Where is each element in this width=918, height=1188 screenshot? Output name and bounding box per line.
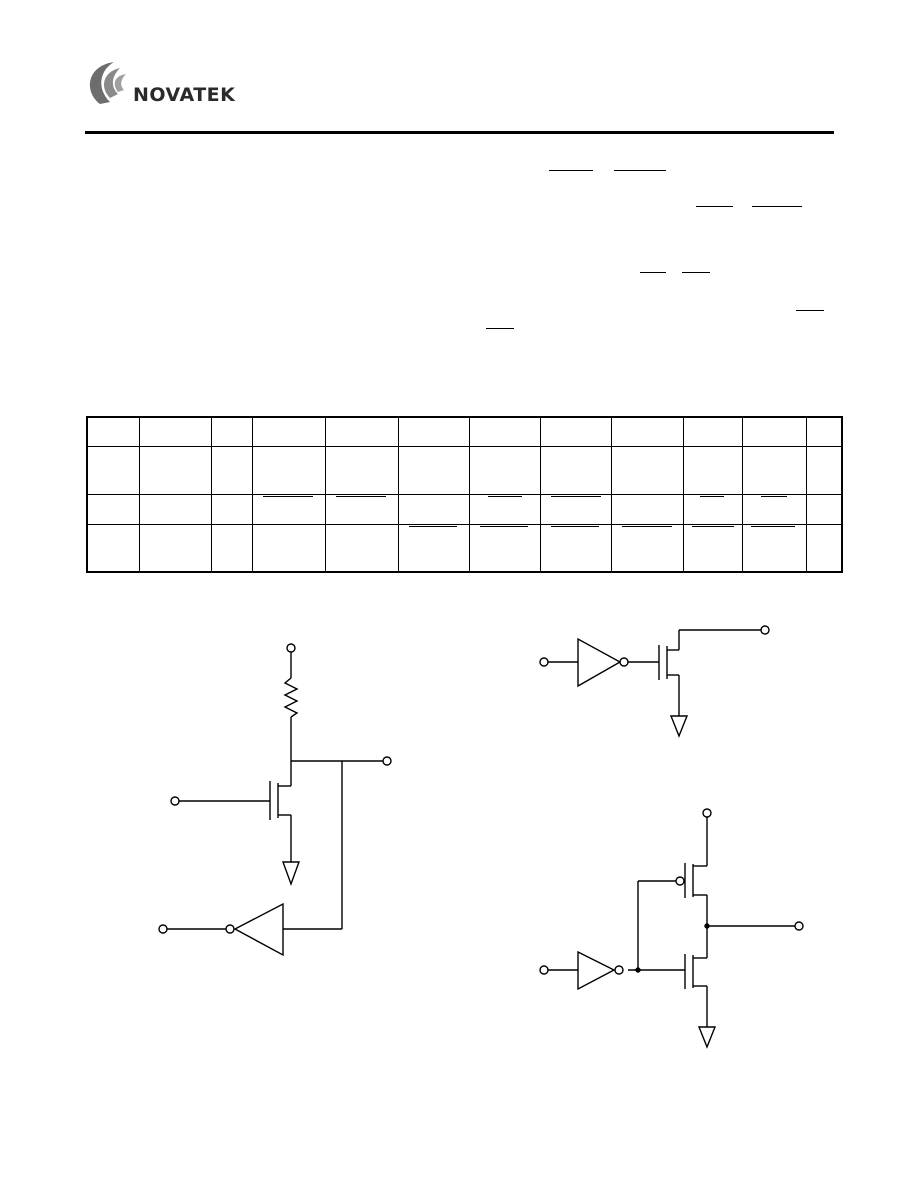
output-terminal — [760, 625, 770, 635]
overline — [487, 495, 522, 497]
overline — [760, 495, 787, 497]
pin-table — [86, 416, 843, 573]
table-row — [86, 523, 843, 573]
nmos-transistor — [269, 776, 292, 862]
inverter — [577, 637, 622, 688]
table-cell — [86, 416, 140, 447]
logo-swoosh-inner — [114, 74, 126, 92]
table-cell — [539, 523, 612, 573]
pmos-transistor — [675, 863, 707, 898]
inverter — [577, 950, 616, 991]
overline — [640, 272, 666, 273]
overline — [335, 495, 386, 497]
logo-text: NOVATEK — [133, 84, 236, 106]
inverter-bubble — [614, 965, 624, 975]
vdd-terminal — [286, 643, 296, 653]
overline — [696, 206, 733, 207]
table-cell — [468, 523, 541, 573]
inverter-bubble — [619, 657, 629, 667]
table-cell — [682, 416, 743, 447]
table-cell — [682, 523, 743, 573]
table-cell — [805, 523, 843, 573]
pullup-resistor — [283, 677, 299, 718]
inverted-open-drain-circuit — [539, 625, 770, 738]
table-cell — [468, 416, 541, 447]
overline — [262, 495, 313, 497]
table-cell — [539, 493, 612, 525]
ground-symbol — [669, 715, 689, 738]
ground-symbol — [282, 861, 300, 887]
table-cell — [324, 416, 399, 447]
input-terminal — [539, 657, 549, 667]
table-cell — [610, 416, 684, 447]
logo-swoosh-middle — [104, 68, 120, 98]
overline — [752, 206, 802, 207]
nmos-transistor — [684, 954, 707, 989]
table-row — [86, 416, 843, 447]
gate-node — [635, 967, 641, 973]
input-buffer — [233, 902, 284, 957]
table-cell — [324, 523, 399, 573]
overline — [408, 525, 457, 527]
overline — [550, 495, 601, 497]
table-row — [86, 493, 843, 525]
overline — [549, 170, 593, 171]
table-cell — [805, 416, 843, 447]
input-terminal — [539, 965, 549, 975]
open-drain-pullup-circuit — [158, 643, 392, 957]
overline — [550, 525, 599, 527]
table-cell — [741, 416, 807, 447]
table-cell — [138, 523, 212, 573]
overline — [750, 525, 795, 527]
table-cell — [610, 523, 684, 573]
table-cell — [324, 445, 399, 495]
cmos-push-pull-circuit — [539, 808, 804, 1049]
table-cell — [251, 416, 326, 447]
table-cell — [210, 493, 253, 525]
overline — [479, 525, 528, 527]
table-cell — [397, 493, 470, 525]
table-cell — [805, 445, 843, 495]
table-cell — [741, 523, 807, 573]
vdd-terminal — [702, 808, 712, 818]
table-cell — [397, 523, 470, 573]
ground-symbol — [697, 1026, 717, 1049]
overline — [614, 170, 666, 171]
novatek-logo — [89, 62, 126, 104]
buffer-output-terminal — [158, 924, 168, 934]
overline — [699, 495, 724, 497]
buffer-bubble — [225, 924, 235, 934]
output-terminal — [382, 756, 392, 766]
header-rule — [85, 131, 834, 134]
overline — [621, 525, 672, 527]
nmos-transistor — [658, 630, 680, 716]
overline — [796, 310, 824, 311]
overline — [691, 525, 734, 527]
output-terminal — [794, 921, 804, 931]
overline — [486, 328, 514, 329]
table-cell — [138, 493, 212, 525]
input-terminal — [170, 796, 180, 806]
logo-swoosh-outer — [89, 62, 114, 104]
table-cell — [86, 523, 140, 573]
pmos-gate-bubble — [675, 876, 685, 886]
output-node — [704, 923, 710, 929]
table-cell — [324, 493, 399, 525]
table-cell — [210, 523, 253, 573]
overline — [682, 272, 710, 273]
